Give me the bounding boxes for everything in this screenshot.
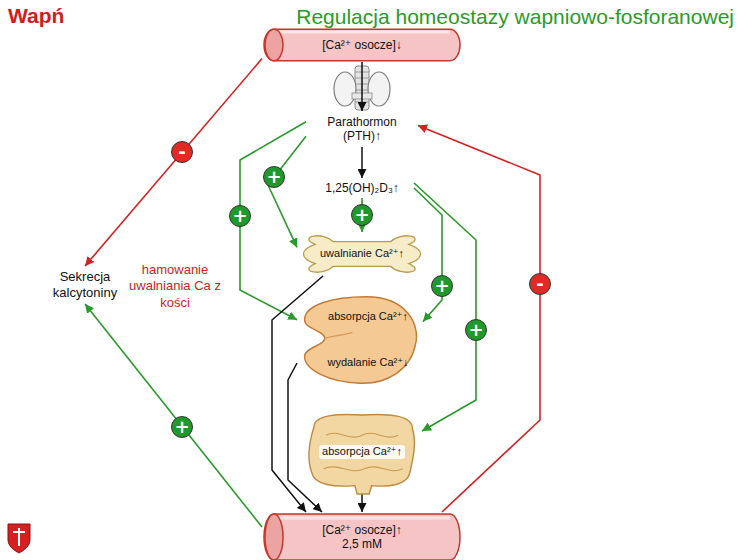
connector-arrow	[361, 147, 363, 178]
blood-vessel: [Ca²⁺ osocze]↓	[262, 28, 462, 62]
node-text: Sekrecja kalcytoniny	[42, 269, 128, 300]
node-text: uwalnianie Ca²⁺↑	[320, 247, 404, 260]
effect-sign: +	[266, 166, 281, 187]
connector-arrow	[268, 136, 306, 247]
kidney-organ: absorpcja Ca²⁺↑ wydalanie Ca²⁺↓	[297, 294, 423, 386]
node-text: 2,5 mM	[342, 537, 382, 551]
hormone-label: Parathormon (PTH)↑	[306, 111, 418, 147]
effect-sign: +	[174, 416, 189, 437]
section-heading: Wapń	[8, 4, 64, 28]
node-text: wydalanie Ca²⁺↓	[327, 356, 408, 369]
node-text: [Ca²⁺ osocze]↓	[322, 38, 402, 52]
effect-sign: +	[468, 319, 483, 340]
effect-sign: -	[536, 273, 543, 294]
effect-sign-badge: +	[431, 275, 453, 297]
node-text: Parathormon (PTH)↑	[319, 115, 405, 144]
effect-note: hamowanie uwalniania Ca z kości	[126, 262, 224, 311]
connector-arrow	[418, 125, 540, 512]
node-text: absorpcja Ca²⁺↑	[328, 310, 408, 323]
effect-sign: +	[354, 204, 369, 225]
connector-arrow	[361, 494, 363, 512]
university-logo	[8, 524, 30, 553]
connector-arrow	[85, 304, 262, 527]
effect-sign-badge: -	[171, 141, 193, 163]
effect-sign-badge: +	[263, 166, 285, 188]
node-text: absorpcja Ca²⁺↑	[319, 445, 405, 458]
effect-sign-badge: -	[529, 273, 551, 295]
diagram-title: Regulacja homeostazy wapniowo-fosforanow…	[296, 5, 734, 29]
process-label: Sekrecja kalcytoniny	[38, 266, 132, 304]
blood-vessel: [Ca²⁺ osocze]↑2,5 mM	[262, 512, 462, 560]
connector-arrow	[414, 183, 476, 431]
effect-sign-badge: +	[229, 205, 251, 227]
hormone-label: 1,25(OH)₂D₃↑	[310, 178, 414, 198]
node-text: 1,25(OH)₂D₃↑	[325, 181, 399, 195]
node-text: [Ca²⁺ osocze]↑	[322, 523, 402, 537]
effect-sign: -	[178, 141, 185, 162]
effect-sign: +	[434, 275, 449, 296]
connector-arrow	[361, 62, 363, 111]
effect-sign: +	[232, 205, 247, 226]
connector-arrow	[85, 59, 262, 266]
bone-organ: uwalnianie Ca²⁺↑	[297, 232, 427, 276]
effect-sign-badge: +	[171, 416, 193, 438]
effect-sign-badge: +	[351, 204, 373, 226]
effect-sign-badge: +	[465, 319, 487, 341]
intestine-organ: absorpcja Ca²⁺↑	[302, 410, 422, 494]
kidney-outline	[297, 294, 423, 386]
